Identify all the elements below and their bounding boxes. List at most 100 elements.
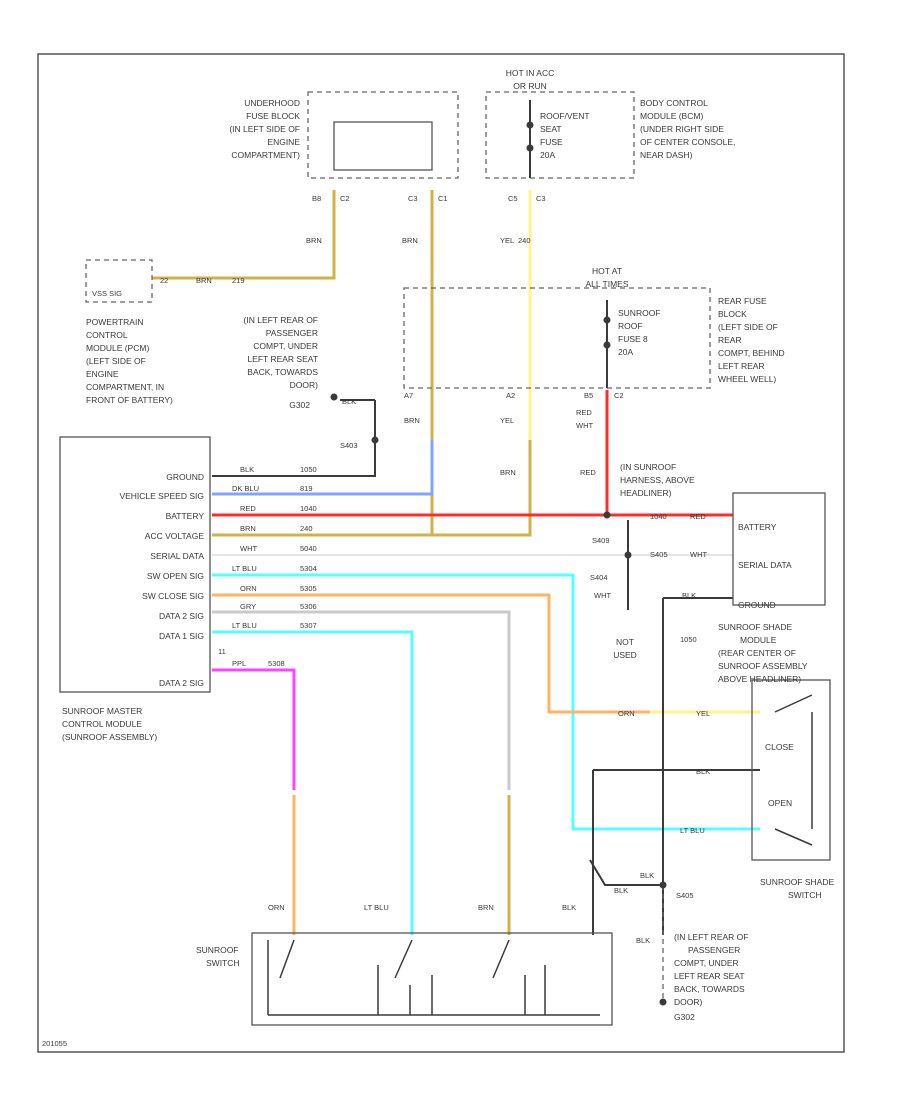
thin-wires — [212, 399, 760, 935]
m-blk-n: 1050 — [300, 465, 317, 474]
master-pin-1: GROUND — [166, 472, 204, 482]
hot-all-times-2: ALL TIMES — [586, 279, 629, 289]
m-red-n: 1040 — [300, 504, 317, 513]
master-module-1: SUNROOF MASTER — [62, 706, 142, 716]
underhood-fuse-label-3: (IN LEFT SIDE OF — [229, 124, 300, 134]
m-ltblu: LT BLU — [232, 564, 257, 573]
blk-shade: BLK — [640, 871, 654, 880]
bcm-outline — [485, 91, 635, 179]
m-brn-n: 240 — [300, 524, 313, 533]
g302-label-3: COMPT, UNDER — [253, 341, 318, 351]
wire-red-battery — [212, 390, 609, 517]
contact-close — [774, 694, 813, 770]
diagram-frame — [37, 53, 845, 1053]
roof-vent-fuse-label-2: SEAT — [540, 124, 562, 134]
bcm-label-3: (UNDER RIGHT SIDE — [640, 124, 724, 134]
master-pin-5: SERIAL DATA — [150, 551, 204, 561]
g303-label-2: PASSENGER — [688, 945, 740, 955]
hot-in-acc-label-1: HOT IN ACC — [506, 68, 555, 78]
s405-wht: WHT — [690, 550, 707, 559]
master-module-box — [59, 436, 211, 693]
wire-ppl-5308 — [212, 668, 296, 790]
m-wht: WHT — [240, 544, 257, 553]
rear-fuse-5: COMPT, BEHIND — [718, 348, 785, 358]
red-r: RED — [690, 512, 706, 521]
bcm-label-1: BODY CONTROL — [640, 98, 708, 108]
not-used-1: NOT — [616, 637, 634, 647]
s405-label: S405 — [650, 550, 668, 559]
not-used-2: USED — [613, 650, 637, 660]
shade-pin-ground: GROUND — [738, 600, 776, 610]
m-red: RED — [240, 504, 256, 513]
blk-1050-label: BLK — [682, 591, 696, 600]
red-1040: 1040 — [650, 512, 667, 521]
shade-module-1: SUNROOF SHADE — [718, 622, 792, 632]
sunroof-switch-box — [251, 932, 613, 1026]
ltblu-bottom: LT BLU — [364, 903, 389, 912]
pcm-label-3: MODULE (PCM) — [86, 343, 149, 353]
wire-label-240: 240 — [518, 236, 531, 245]
splice-s405 — [624, 551, 632, 559]
rear-fuse-6: LEFT REAR — [718, 361, 765, 371]
m-ltblu2: LT BLU — [232, 621, 257, 630]
wire-blk-ground — [212, 400, 376, 477]
m-ppl: PPL — [232, 659, 246, 668]
splices — [330, 393, 667, 1006]
splice-s403 — [371, 436, 379, 444]
wire-brn-240 — [212, 440, 532, 537]
m-orn-n: 5305 — [300, 584, 317, 593]
wire-label-wht1: WHT — [576, 421, 593, 430]
connector-a7: A7 — [404, 391, 413, 400]
master-pin-8: DATA 2 SIG — [159, 611, 204, 621]
shade-module-5: ABOVE HEADLINER) — [718, 674, 801, 684]
s405-bottom: S405 — [676, 891, 694, 900]
vss-pin: 22 — [160, 276, 168, 285]
connector-c2: C2 — [340, 194, 350, 203]
wire-label-brn1: BRN — [306, 236, 322, 245]
vss-sig-label: VSS SIG — [92, 289, 122, 298]
underhood-fuse — [333, 121, 433, 171]
blk-g303b: BLK — [636, 936, 650, 945]
bcm-label-5: NEAR DASH) — [640, 150, 693, 160]
connector-a2: A2 — [506, 391, 515, 400]
shade-open: OPEN — [768, 798, 792, 808]
g303-label-3: COMPT, UNDER — [674, 958, 739, 968]
pcm-label-5: ENGINE — [86, 369, 119, 379]
dashed-components — [85, 91, 711, 1000]
wire-orn-5305 — [212, 593, 650, 714]
fuse-sunroof-dot2 — [603, 341, 611, 349]
m-gry: GRY — [240, 602, 256, 611]
wire-label-brn2: BRN — [402, 236, 418, 245]
underhood-fuse-label-2: FUSE BLOCK — [246, 111, 300, 121]
solid-components — [59, 121, 831, 1026]
sunroof-fuse-2: ROOF — [618, 321, 643, 331]
contact-open — [774, 770, 813, 846]
connector-c3-top: C3 — [408, 194, 418, 203]
diagram-id: 201055 — [42, 1039, 67, 1048]
master-pin-10: DATA 2 SIG — [159, 678, 204, 688]
s404-wht: WHT — [594, 591, 611, 600]
pcm-label-4: (LEFT SIDE OF — [86, 356, 146, 366]
blk-g302: BLK — [342, 397, 356, 406]
underhood-fuse-label-5: COMPARTMENT) — [231, 150, 300, 160]
roof-vent-fuse-label-1: ROOF/VENT — [540, 111, 590, 121]
bcm-label-2: MODULE (BCM) — [640, 111, 703, 121]
g302-label-6: DOOR) — [290, 380, 319, 390]
sw-contact-1 — [268, 939, 600, 1016]
yel-sw: YEL — [696, 709, 710, 718]
sunroof-switch-contacts — [267, 939, 600, 1016]
labels: UNDERHOOD FUSE BLOCK (IN LEFT SIDE OF EN… — [42, 68, 834, 1048]
bcm-label-4: OF CENTER CONSOLE, — [640, 137, 735, 147]
rear-fuse-7: WHEEL WELL) — [718, 374, 776, 384]
master-module-3: (SUNROOF ASSEMBLY) — [62, 732, 157, 742]
wire-blk-shade-g303 — [589, 859, 663, 886]
sunroof-switch-2: SWITCH — [206, 958, 240, 968]
sunroof-fuse-3: FUSE 8 — [618, 334, 648, 344]
fuse-roof-vent-dot1 — [526, 121, 534, 129]
rear-fuse-4: REAR — [718, 335, 742, 345]
splice-g303 — [659, 881, 667, 889]
pcm-label-6: COMPARTMENT, IN — [86, 382, 164, 392]
sw-contact-3 — [492, 939, 546, 1015]
wire-blk-1050 — [662, 597, 733, 935]
